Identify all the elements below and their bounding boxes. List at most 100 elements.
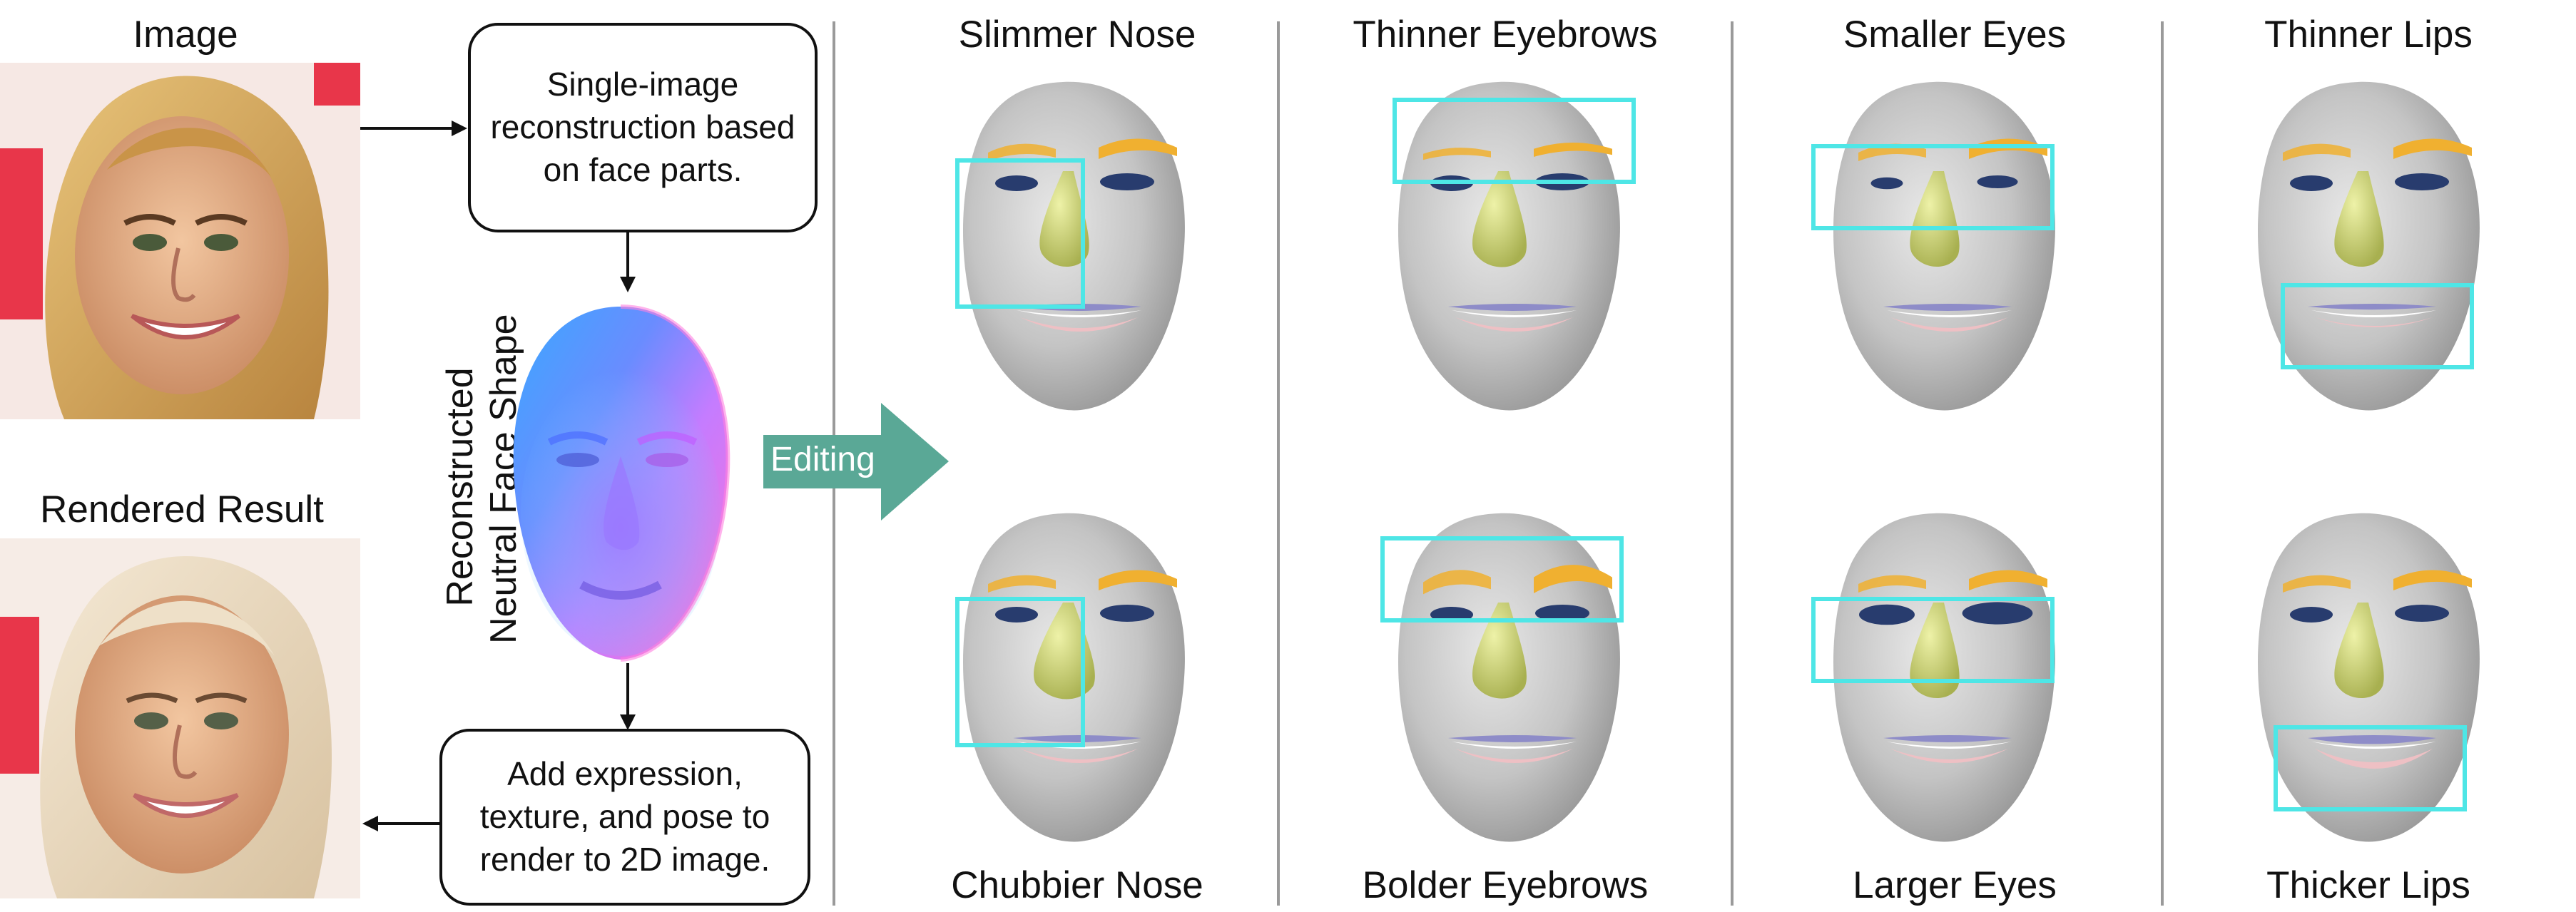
arrow-box-to-normal bbox=[620, 232, 636, 292]
nose bbox=[1039, 171, 1089, 267]
eyebrow-right bbox=[2393, 138, 2472, 159]
highlight-box bbox=[955, 158, 1085, 309]
rendered-title: Rendered Result bbox=[40, 488, 324, 531]
highlight-box bbox=[1393, 98, 1636, 184]
panel-1-bottom-title: Chubbier Nose bbox=[951, 864, 1203, 906]
mouth-teeth bbox=[1452, 310, 1577, 317]
face-larger-eyes bbox=[1811, 513, 2055, 842]
eyebrow-left bbox=[1423, 570, 1491, 595]
eyebrow-left bbox=[1423, 148, 1491, 160]
eyebrow-right bbox=[1969, 138, 2047, 159]
face-thinner-eyebrows bbox=[1393, 81, 1636, 411]
eye-left bbox=[1870, 177, 1903, 190]
editing-arrow bbox=[763, 403, 949, 521]
mouth-upper bbox=[2308, 735, 2436, 744]
render-box: Add expression, texture, and pose to ren… bbox=[439, 729, 810, 906]
mouth-upper bbox=[1448, 735, 1577, 742]
highlight-box bbox=[1380, 536, 1624, 622]
normal-map-face bbox=[513, 304, 730, 662]
panel-4-bottom-title: Thicker Lips bbox=[2266, 864, 2470, 906]
mouth-lower bbox=[2315, 749, 2433, 769]
eye-left bbox=[1859, 604, 1915, 625]
mouth-lower bbox=[2315, 317, 2433, 327]
highlight-box bbox=[2274, 725, 2467, 811]
eyebrow-right bbox=[1099, 570, 1177, 590]
mouth-teeth bbox=[1017, 310, 1141, 317]
highlight-box bbox=[2281, 283, 2474, 369]
eye-left bbox=[995, 175, 1038, 191]
nose bbox=[1472, 603, 1527, 699]
mouth-lower bbox=[1455, 317, 1573, 332]
arrow-normal-to-box bbox=[620, 663, 636, 730]
panel-4-top-title: Thinner Lips bbox=[2264, 14, 2473, 56]
mouth-upper bbox=[1883, 304, 2012, 311]
eye-right bbox=[1100, 173, 1154, 190]
normal-map-title-line1: Reconstructed bbox=[439, 367, 481, 607]
divider-1 bbox=[1277, 21, 1280, 906]
eyebrow-right bbox=[1534, 565, 1612, 593]
divider-3 bbox=[2161, 21, 2164, 906]
mouth-lower bbox=[1890, 317, 2008, 332]
image-title: Image bbox=[133, 14, 238, 56]
mouth-teeth bbox=[1887, 310, 2012, 317]
mouth-lower bbox=[1455, 749, 1573, 763]
panel-2-top-title: Thinner Eyebrows bbox=[1353, 14, 1658, 56]
mouth-teeth bbox=[2311, 310, 2436, 317]
mouth-teeth bbox=[2311, 742, 2436, 749]
eye-left bbox=[2290, 175, 2333, 191]
nose bbox=[2334, 603, 2384, 699]
highlight-box bbox=[955, 597, 1085, 747]
mouth-upper bbox=[1013, 735, 1141, 742]
nose bbox=[2334, 171, 2384, 267]
mouth-teeth bbox=[1452, 742, 1577, 749]
eye-right bbox=[1535, 605, 1589, 622]
eye-right bbox=[2395, 605, 2449, 622]
eye-right bbox=[2395, 173, 2449, 190]
face-bolder-eyebrows bbox=[1380, 513, 1624, 842]
eyebrow-left bbox=[2283, 143, 2351, 161]
eye-left bbox=[995, 607, 1038, 622]
eye-right bbox=[1977, 175, 2018, 188]
eyebrow-left bbox=[1858, 575, 1926, 593]
mouth-lower bbox=[1890, 749, 2008, 763]
nose bbox=[1034, 603, 1095, 700]
nose bbox=[1472, 171, 1527, 267]
panel-3-top-title: Smaller Eyes bbox=[1843, 14, 2067, 56]
face-smaller-eyes bbox=[1811, 81, 2055, 411]
face-photo bbox=[0, 63, 360, 419]
eyebrow-right bbox=[1534, 143, 1612, 157]
arrow-box-to-rendered bbox=[362, 816, 440, 831]
divider-2 bbox=[1731, 21, 1734, 906]
mouth-upper bbox=[2308, 304, 2436, 310]
nose bbox=[1910, 603, 1960, 699]
face-slimmer-nose bbox=[955, 81, 1185, 411]
nose bbox=[1910, 171, 1960, 267]
eyebrow-right bbox=[1969, 570, 2047, 590]
reconstruction-box: Single-image reconstruction based on fac… bbox=[468, 23, 818, 232]
eyebrow-left bbox=[2283, 575, 2351, 593]
eye-left bbox=[2290, 607, 2333, 622]
face-chubbier-nose bbox=[955, 513, 1185, 842]
render-box-text: Add expression, texture, and pose to ren… bbox=[479, 755, 770, 878]
reconstruction-box-text: Single-image reconstruction based on fac… bbox=[490, 66, 795, 188]
eye-right bbox=[1962, 602, 2033, 625]
mouth-upper bbox=[1883, 735, 2012, 742]
panel-3-bottom-title: Larger Eyes bbox=[1853, 864, 2057, 906]
mouth-teeth bbox=[1017, 742, 1141, 749]
mouth-lower bbox=[1020, 317, 1138, 332]
mouth-lower bbox=[1020, 749, 1138, 763]
eyebrow-right bbox=[2393, 570, 2472, 590]
face-thinner-lips bbox=[2258, 81, 2480, 411]
highlight-box bbox=[1811, 597, 2055, 683]
eyebrow-right bbox=[1099, 138, 1177, 159]
mouth-teeth bbox=[1887, 742, 2012, 749]
eye-right bbox=[1100, 605, 1154, 622]
highlight-box bbox=[1811, 144, 2055, 230]
eyebrow-left bbox=[988, 143, 1056, 161]
face-thicker-lips bbox=[2258, 513, 2480, 842]
eyebrow-left bbox=[988, 575, 1056, 593]
panel-1-top-title: Slimmer Nose bbox=[958, 14, 1196, 56]
editing-label: Editing bbox=[770, 441, 875, 478]
rendered-face-photo bbox=[0, 538, 360, 898]
mouth-upper bbox=[1448, 304, 1577, 311]
